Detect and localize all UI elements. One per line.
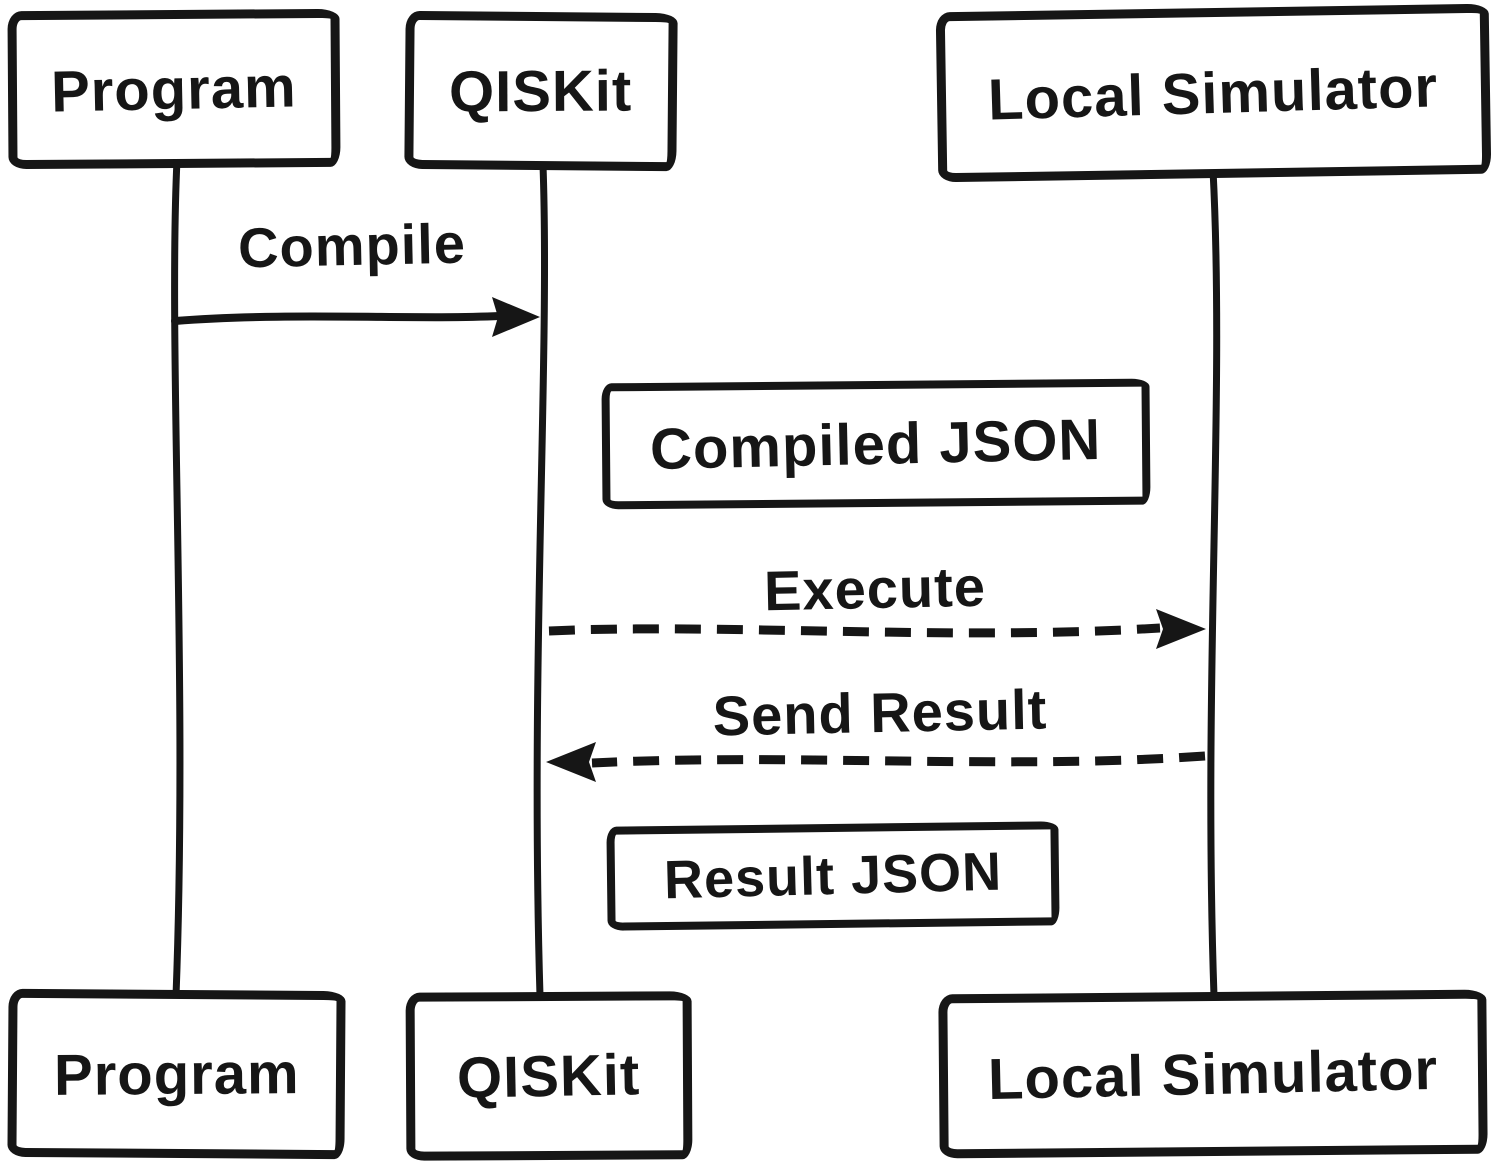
arrow-send-result-line [591, 751, 1206, 768]
note-label-result-json: Result JSON [663, 841, 1003, 911]
actor-box-local-simulator-top: Local Simulator [935, 3, 1492, 183]
arrow-execute-line [548, 623, 1161, 638]
actor-label-qiskit-top: QISKit [449, 58, 633, 124]
note-box-result-json: Result JSON [606, 821, 1060, 931]
message-label-send-result: Send Result [712, 677, 1048, 748]
arrow-execute-head [1156, 609, 1206, 649]
actor-label-qiskit-bottom: QISKit [456, 1041, 642, 1111]
actor-label-program-bottom: Program [53, 1040, 300, 1108]
lifeline-program [171, 156, 184, 1000]
lifeline-local-simulator [1207, 166, 1221, 1000]
actor-box-local-simulator-bottom: Local Simulator [938, 989, 1488, 1159]
actor-label-local-simulator-top: Local Simulator [987, 53, 1440, 133]
actor-box-qiskit-bottom: QISKit [405, 991, 693, 1161]
actor-box-program-top: Program [7, 8, 341, 170]
message-label-execute: Execute [763, 554, 987, 623]
arrow-compile-line [171, 312, 504, 325]
actor-box-qiskit-top: QISKit [404, 10, 678, 172]
actor-box-program-bottom: Program [7, 988, 346, 1160]
arrow-compile-head [492, 297, 540, 337]
actor-label-local-simulator-bottom: Local Simulator [987, 1036, 1439, 1112]
actor-label-program-top: Program [50, 53, 298, 125]
message-label-compile: Compile [237, 211, 467, 280]
lifeline-qiskit [533, 161, 549, 1000]
note-box-compiled-json: Compiled JSON [601, 378, 1151, 510]
note-label-compiled-json: Compiled JSON [649, 406, 1103, 482]
arrow-send-result-head [546, 742, 596, 782]
